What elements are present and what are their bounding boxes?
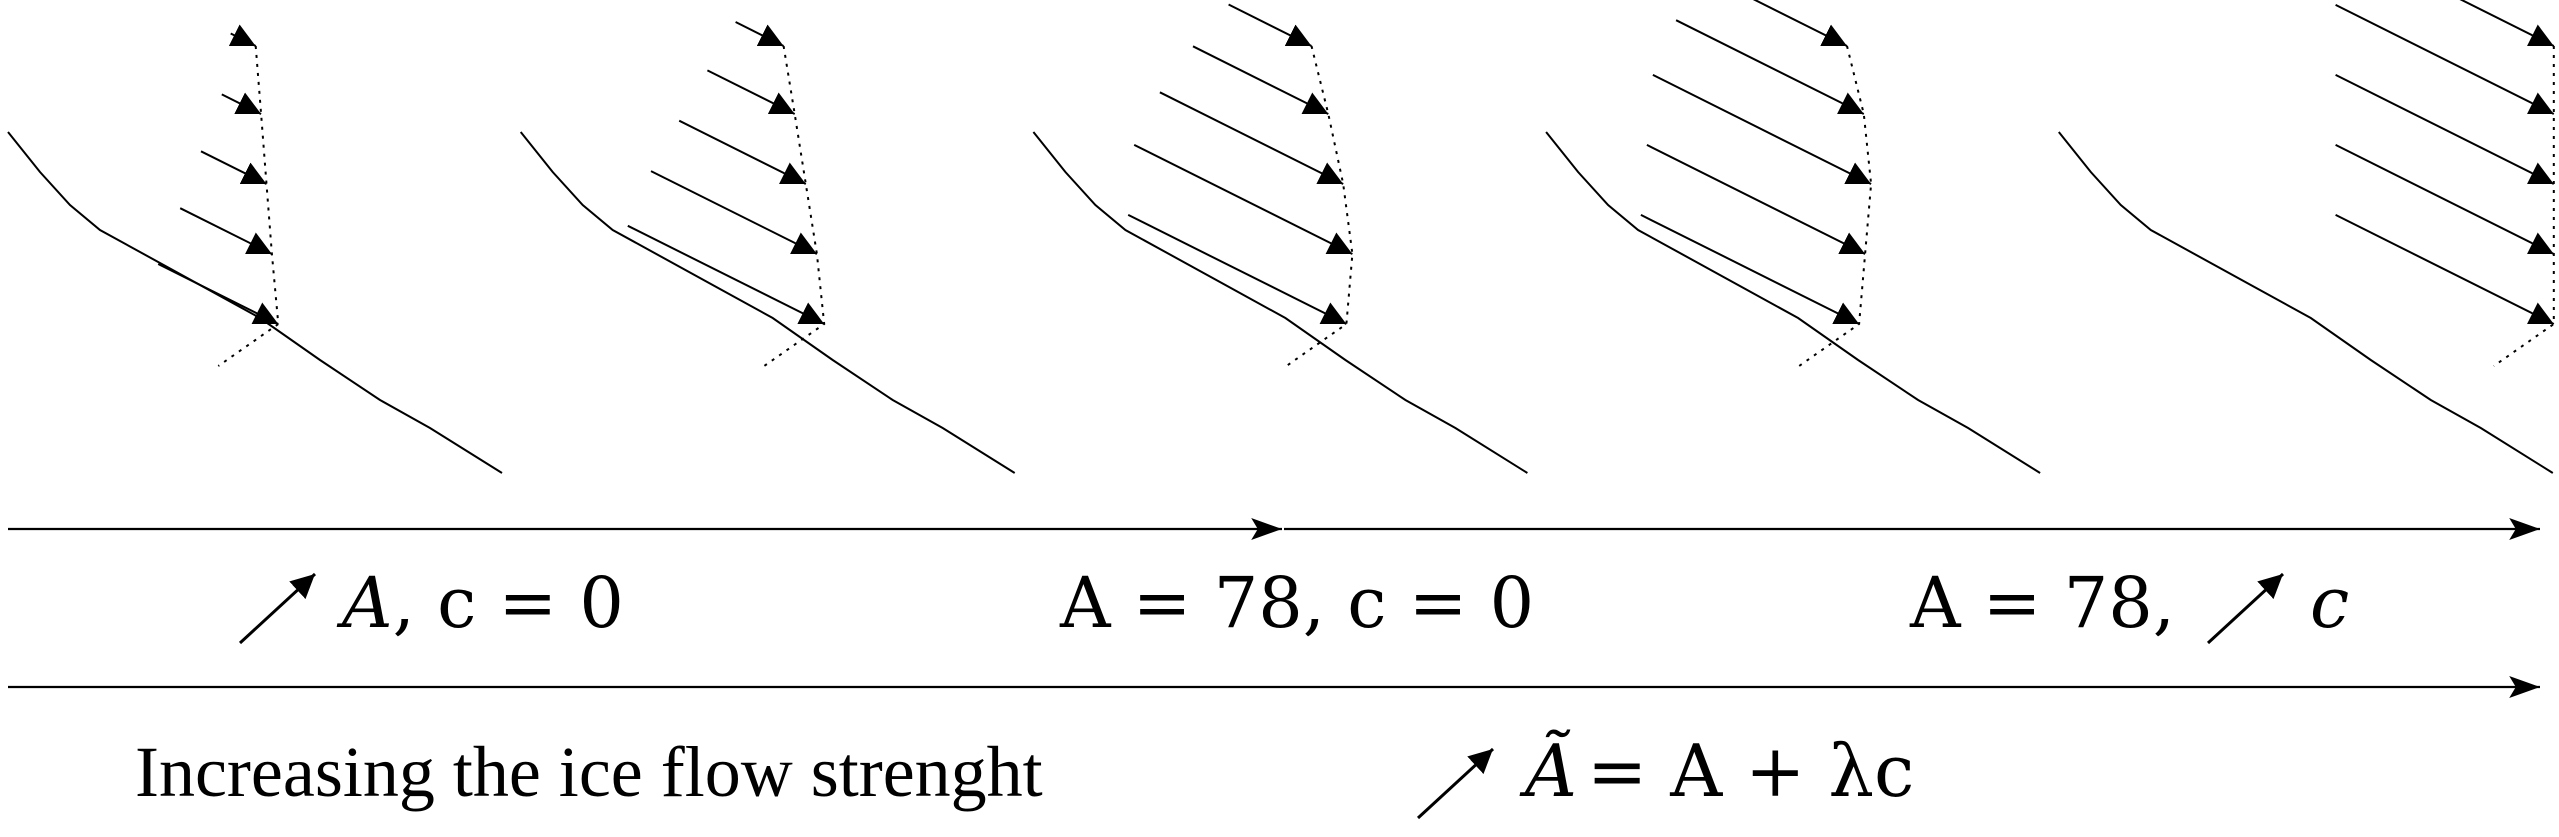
velocity-envelope-dotted [1798, 45, 1873, 367]
formula: Ã= A + λc [1416, 728, 1914, 820]
stage-label-a-increase: A, c = 0 [238, 562, 624, 645]
bed-profile-curve [7, 131, 503, 474]
velocity-arrow [2335, 4, 2555, 115]
velocity-arrow [1159, 91, 1344, 185]
velocity-arrow [1675, 19, 1865, 115]
velocity-arrow [678, 119, 807, 185]
stage1-variable: A [336, 562, 393, 644]
velocity-arrow [706, 69, 796, 115]
velocity-arrow [1640, 214, 1860, 325]
velocity-arrow [2335, 214, 2555, 325]
stage-label-c-increase: A = 78, c [1909, 562, 2349, 645]
bed-profile-curve [519, 131, 1016, 474]
velocity-envelope-dotted [2493, 46, 2555, 367]
velocity-arrow [627, 224, 825, 325]
panel-4 [1545, 0, 2041, 474]
velocity-arrow [179, 207, 273, 255]
svg-text:A, c = 0: A, c = 0 [336, 562, 624, 644]
velocity-arrow [2335, 144, 2555, 255]
velocity-arrow [1133, 144, 1353, 255]
velocity-arrow [2335, 74, 2555, 185]
velocity-arrow [1192, 45, 1329, 115]
caption-text: Increasing the ice flow strenght [135, 732, 1043, 812]
increase-arrow-icon [1416, 747, 1495, 820]
panel-1 [7, 24, 503, 474]
velocity-arrow [157, 263, 279, 325]
velocity-arrow [200, 150, 267, 185]
svg-text:Ã= A + λc: Ã= A + λc [1519, 728, 1914, 813]
stage3-text: A = 78, [1909, 562, 2175, 644]
velocity-envelope-dotted [217, 45, 280, 367]
increase-arrow-icon [238, 572, 317, 645]
velocity-envelope-dotted [1285, 45, 1354, 367]
velocity-profile-panels [7, 0, 2555, 474]
velocity-arrow [1652, 74, 1872, 185]
velocity-arrow [1228, 3, 1312, 47]
formula-lhs: Ã [1519, 728, 1577, 813]
velocity-arrow [735, 21, 785, 47]
velocity-arrow [2459, 0, 2555, 47]
velocity-arrow [221, 92, 262, 115]
panel-2 [519, 21, 1016, 474]
panel-3 [1032, 3, 1528, 474]
panel-5 [2058, 0, 2555, 474]
bed-profile-curve [1545, 131, 2041, 474]
bed-profile-curve [2058, 131, 2554, 474]
velocity-arrow [650, 170, 818, 255]
bed-profile-curve [1032, 131, 1528, 474]
stage3-variable: c [2310, 562, 2349, 644]
velocity-arrow [1127, 214, 1347, 325]
velocity-arrow [228, 24, 257, 47]
increase-arrow-icon [2206, 572, 2285, 645]
stage1-rest: , c = 0 [393, 562, 624, 644]
velocity-arrow [1646, 144, 1866, 255]
formula-rhs: = A + λc [1587, 729, 1914, 813]
velocity-arrow [1752, 0, 1848, 47]
stage-label-fixed: A = 78, c = 0 [1059, 562, 1534, 644]
